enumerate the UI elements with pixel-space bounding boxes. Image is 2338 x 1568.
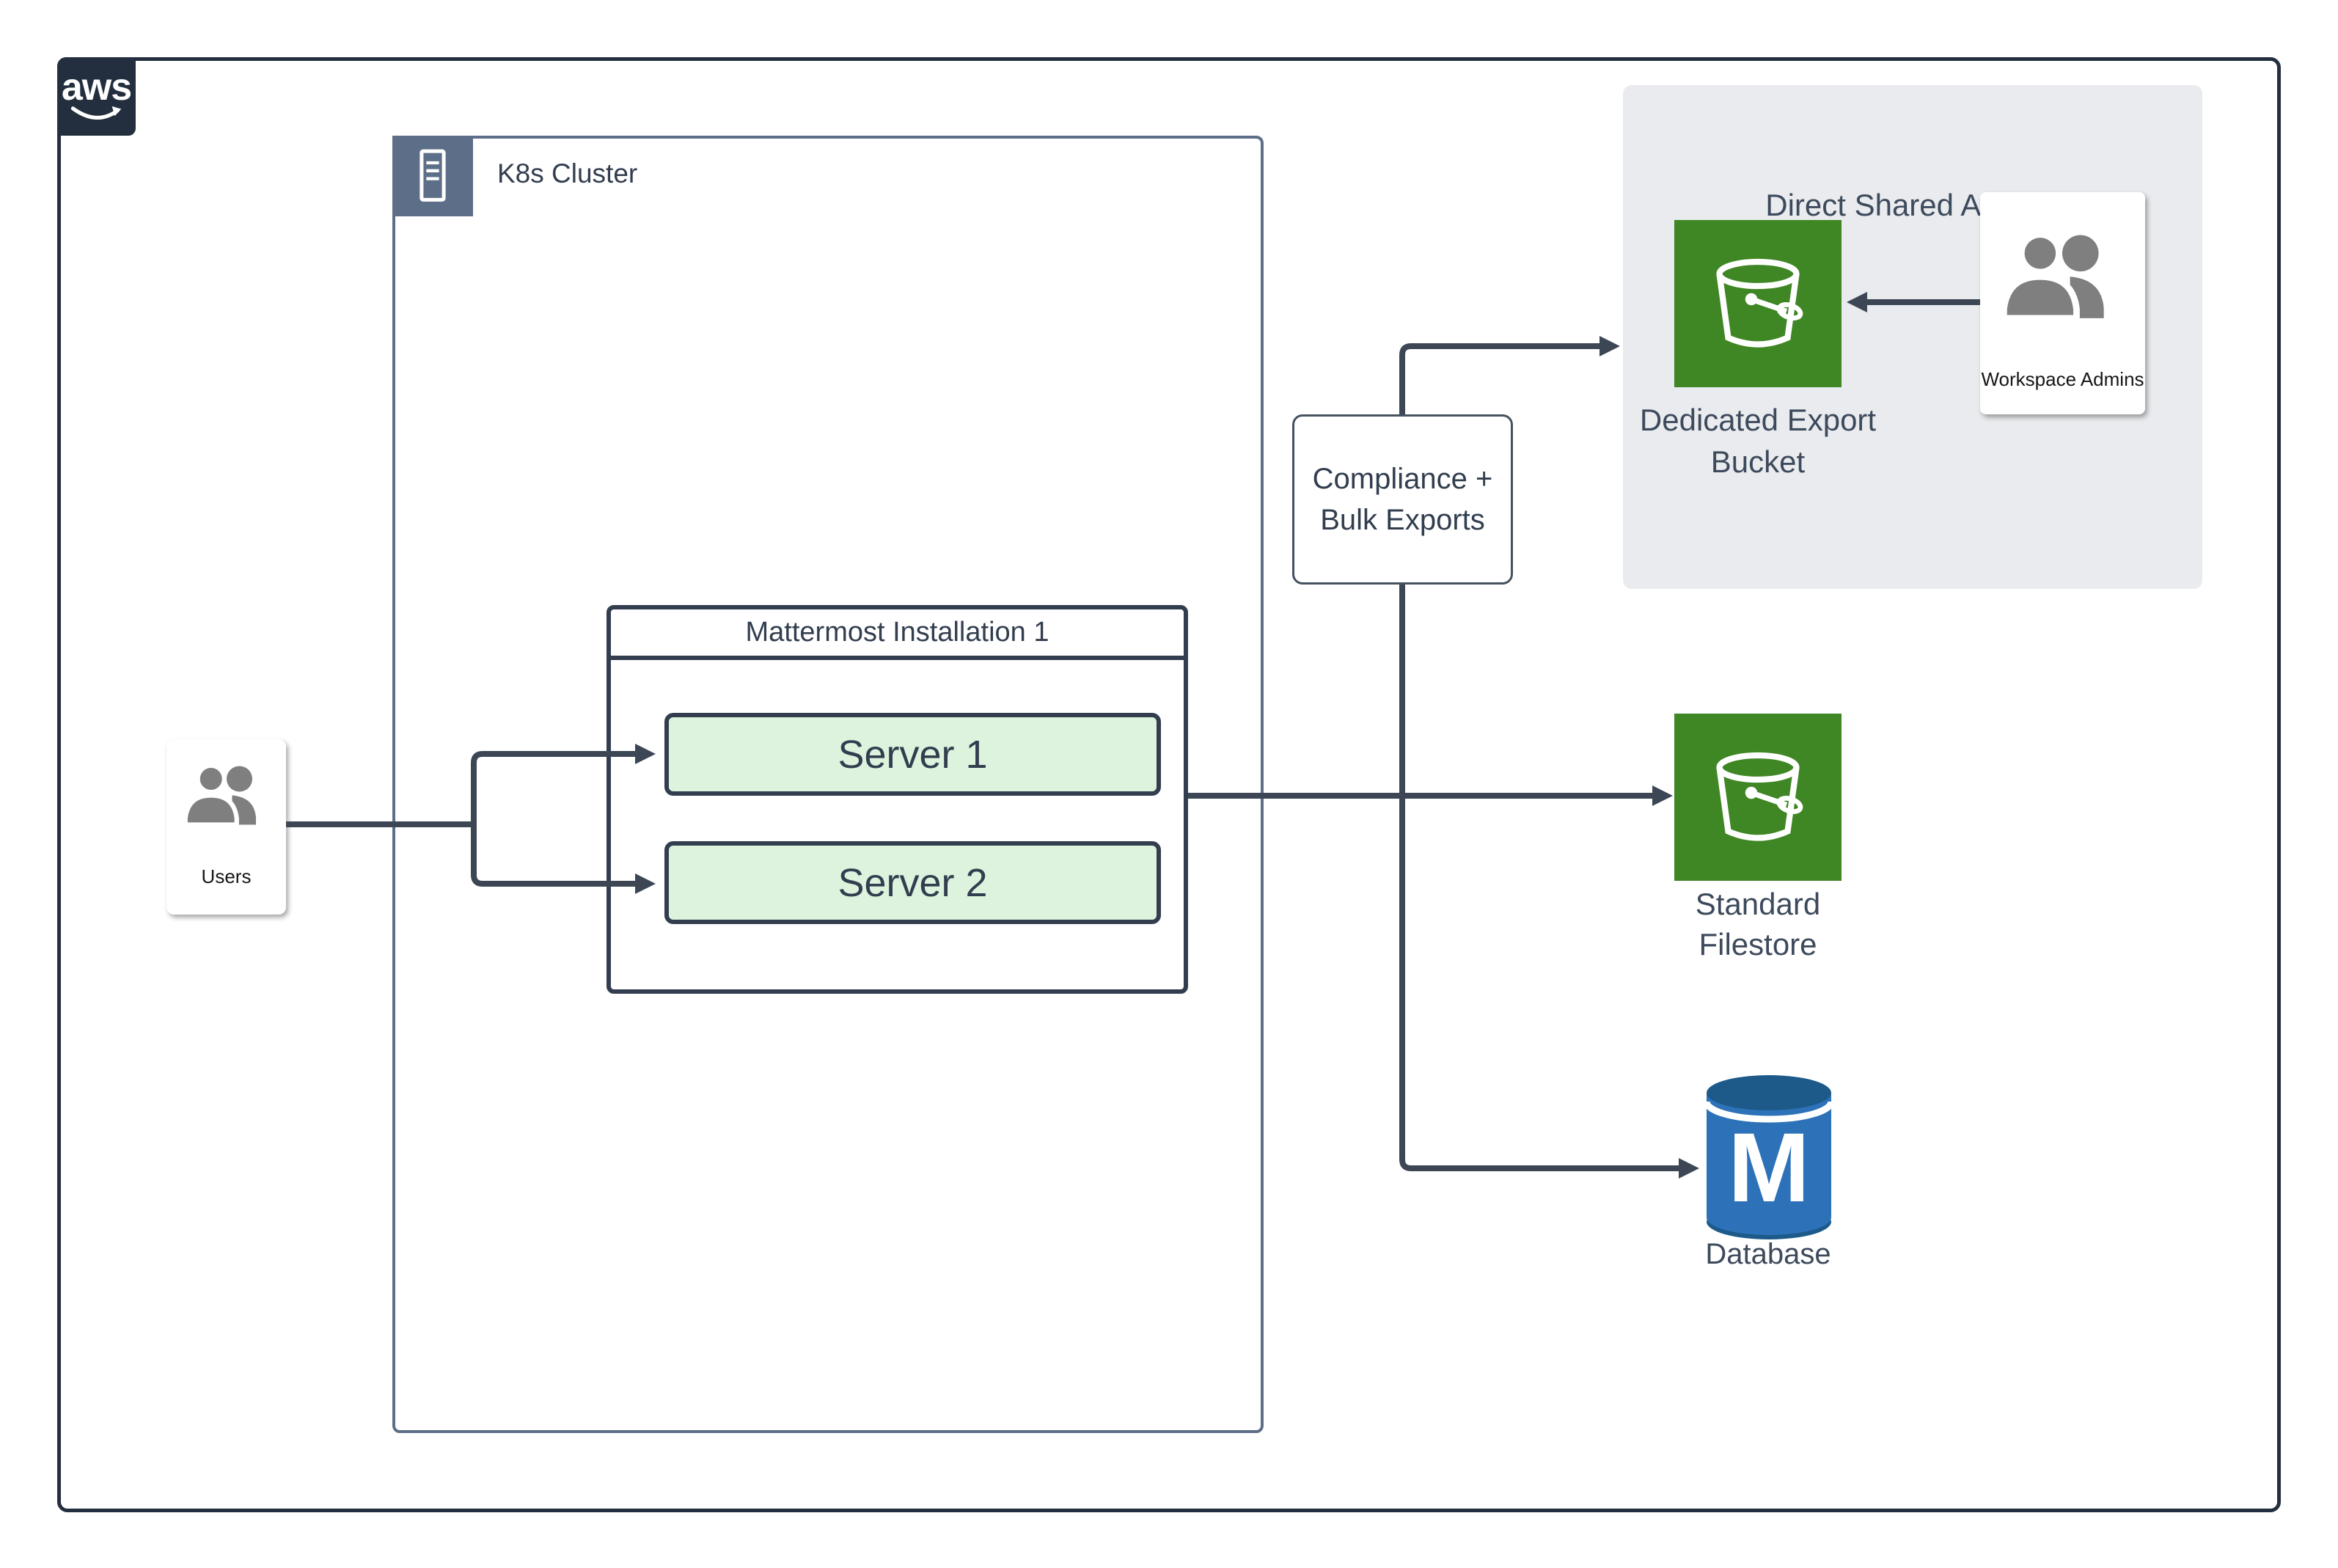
s3-bucket-icon [1674, 220, 1842, 387]
dedicated-export-bucket-label: Dedicated Export Bucket [1639, 403, 1877, 479]
database-letter: M [1728, 1113, 1810, 1223]
mattermost-installation-node: Mattermost Installation 1 Server 1 Serve… [607, 605, 1188, 994]
aws-logo: aws [57, 57, 136, 136]
k8s-cluster-label: K8s Cluster [497, 158, 638, 188]
k8s-cluster-container [392, 136, 1264, 1433]
s3-bucket-icon [1674, 714, 1842, 881]
aws-cloud-frame [57, 57, 2281, 1512]
aws-logo-text: aws [61, 65, 132, 109]
server-1-node: Server 1 [664, 713, 1161, 796]
workspace-admins-people-icon [2000, 232, 2104, 318]
database-label: Database [1705, 1238, 1831, 1270]
database-cylinder-icon: M [1703, 1072, 1835, 1242]
workspace-admins-label: Workspace Admins [1981, 368, 2144, 390]
aws-smile-icon [70, 106, 121, 120]
users-people-icon [183, 764, 256, 825]
server-2-node: Server 2 [664, 841, 1161, 924]
mattermost-installation-title: Mattermost Installation 1 [611, 609, 1184, 660]
compliance-bulk-exports-node: Compliance + Bulk Exports [1292, 414, 1513, 585]
workspace-admins-node: Workspace Admins [1980, 192, 2145, 414]
users-label: Users [201, 865, 252, 887]
users-node: Users [166, 739, 286, 915]
server-rack-icon [392, 136, 473, 216]
standard-filestore-label: Standard Filestore [1695, 887, 1821, 961]
